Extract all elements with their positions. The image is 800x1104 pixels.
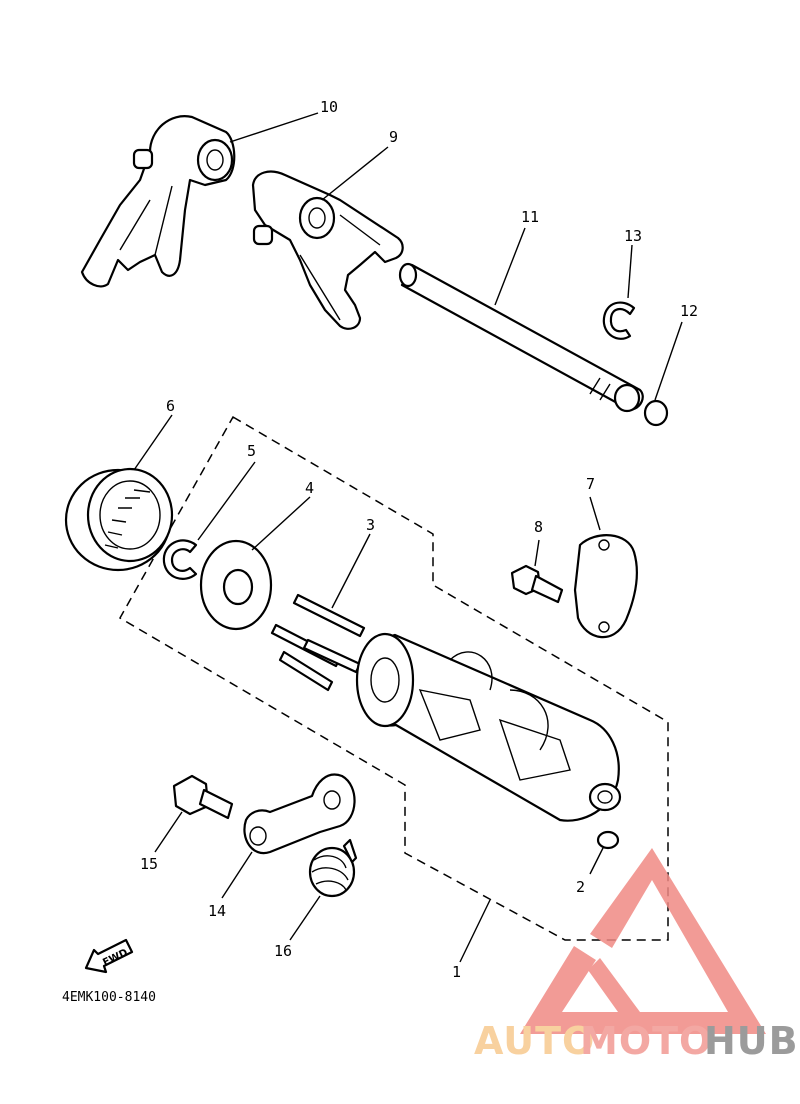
label-part-15: 15 [140,855,158,873]
guide-bar-11 [398,262,644,413]
shift-fork-10 [80,115,236,288]
label-part-7: 7 [586,475,595,493]
pin-2 [596,830,620,850]
shift-fork-9 [251,170,404,330]
fwd-arrow-icon: FWD [84,938,134,974]
leader-lines [133,112,683,963]
watermark-text-hub: HUB [704,1019,799,1063]
label-part-12: 12 [680,302,698,320]
label-part-14: 14 [208,902,226,920]
circlip-5 [162,539,198,580]
bolt-8 [510,564,564,604]
washer-4 [199,539,273,631]
segment-7 [573,534,638,639]
bolt-15 [172,774,234,820]
lever-14 [243,773,356,855]
diagram-code: 4EMK100-8140 [62,990,156,1005]
label-part-9: 9 [389,128,398,146]
o-ring-12 [643,399,669,427]
assembly-boundary [118,415,669,941]
label-part-11: 11 [521,208,539,226]
watermark-text-moto: MOTO [580,1019,712,1063]
label-part-6: 6 [166,397,175,415]
label-part-2: 2 [576,878,585,896]
label-part-5: 5 [247,442,256,460]
watermark-text-auto: AUTO [474,1019,595,1063]
label-part-10: 10 [320,98,338,116]
automotohub-watermark: AUTO MOTO HUB [474,848,799,1063]
circlip-13 [602,301,636,340]
bearing-6 [64,467,174,572]
label-part-1: 1 [452,963,461,981]
pins-3 [270,593,366,692]
shift-drum-1 [355,632,622,822]
watermark-triangle-icon [520,848,766,1034]
label-part-3: 3 [366,516,375,534]
label-part-13: 13 [624,227,642,245]
spring-16 [308,838,358,898]
label-part-8: 8 [534,518,543,536]
label-part-16: 16 [274,942,292,960]
label-part-4: 4 [305,479,314,497]
